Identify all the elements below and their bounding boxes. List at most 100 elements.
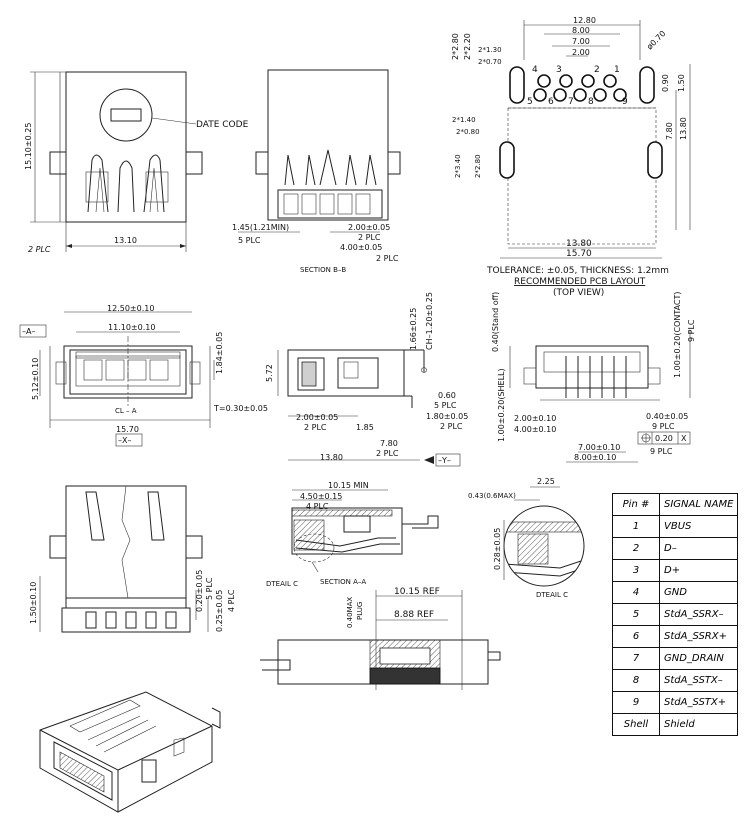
sbb-dim-c-plc: 2 PLC (376, 254, 399, 263)
pcb-left-dim-0: 2*2.80 (451, 33, 460, 60)
side-d200-plc: 2 PLC (304, 423, 327, 432)
pcb-title: RECOMMENDED PCB LAYOUT (514, 277, 646, 287)
section-aa: 10.15 MIN 4.50±0.15 4 PLC DTEAIL C SECTI… (266, 481, 439, 588)
pcb-tolerance: TOLERANCE: ±0.05, THICKNESS: 1.2mm (486, 266, 669, 276)
sbb-dim-b-plc: 2 PLC (358, 233, 381, 242)
top-h2: 1.84±0.05 (215, 332, 224, 374)
pin-cell: 3 (612, 559, 660, 582)
date-code-label: DATE CODE (196, 120, 249, 130)
signal-cell: StdA_SSTX– (658, 669, 739, 692)
rear-d700: 7.00±0.10 (578, 443, 620, 452)
rear-view: 0.40(Stand off) 1.00±0.20(CONTACT) 9 PLC… (491, 291, 696, 463)
saa-d450-plc: 4 PLC (306, 502, 329, 511)
pcb-left-dim-5: 2*0.80 (456, 128, 480, 136)
bottom-left-view: 1.50±0.10 0.20±0.05 5 PLC 0.25±0.05 4 PL… (29, 485, 236, 633)
sbb-dim-a: 1.45(1.21MIN) (232, 223, 289, 232)
pcb-pin-7: 7 (568, 97, 574, 107)
saa-d1015min: 10.15 MIN (328, 481, 369, 490)
side-dim1: 1.66±0.25 (409, 308, 418, 350)
bottom-pins (85, 611, 177, 629)
mated-d1015: 10.15 REF (394, 587, 440, 597)
rear-shell: 1.00±0.20(SHELL) (497, 368, 506, 442)
rear-d040-plc: 9 PLC (652, 422, 675, 431)
pcb-pins-bottom (533, 88, 627, 102)
side-d180: 1.80±0.05 (426, 412, 468, 421)
pcb-slot-tr (639, 66, 655, 104)
top-w2: 11.10±0.10 (108, 323, 155, 332)
pcb-top-dim-2: 7.00 (572, 37, 590, 46)
pin-cell: 6 (612, 625, 660, 648)
pcb-pin-4: 4 (532, 65, 538, 75)
rear-contact: 1.00±0.20(CONTACT) (673, 291, 682, 378)
front-height-dim: 15.10±0.25 (24, 123, 33, 170)
rear-tol-ref: X (681, 434, 687, 443)
dc-d028: 0.28±0.05 (493, 528, 502, 570)
rear-contact-plc: 9 PLC (687, 319, 696, 342)
top-cl: CL – A (115, 407, 137, 415)
side-datum-y: –Y– (438, 456, 451, 465)
rear-d400: 4.00±0.10 (514, 425, 556, 434)
pcb-pin-3: 3 (556, 65, 562, 75)
pin-header: Pin # (612, 493, 660, 516)
top-view: 12.50±0.10 11.10±0.10 –A– 5.12±0.10 1.84… (19, 304, 268, 447)
side-dim2: CH–1.20±0.25 (425, 292, 434, 350)
pcb-slot-br (647, 141, 663, 179)
pin-cell: 5 (612, 603, 660, 626)
signal-cell: D+ (658, 559, 739, 582)
bl-d025: 0.25±0.05 (215, 590, 224, 632)
pcb-pin-8: 8 (588, 97, 594, 107)
pcb-left-dim-3: 2*0.70 (478, 58, 502, 66)
bl-d025-plc: 4 PLC (227, 589, 236, 612)
side-view: 5.72 1.66±0.25 CH–1.20±0.25 0.60 5 PLC 1… (265, 292, 468, 467)
sbb-dim-a-plc: 5 PLC (238, 236, 261, 245)
front-width-dim: 13.10 (114, 236, 137, 245)
pcb-dia: ø0.70 (645, 29, 667, 51)
pin-cell: Shell (612, 713, 660, 736)
mated-d888: 8.88 REF (394, 610, 434, 620)
signal-cell: StdA_SSTX+ (658, 691, 739, 714)
signal-cell: StdA_SSRX– (658, 603, 739, 626)
pin-cell: 9 (612, 691, 660, 714)
saa-title: SECTION A–A (320, 578, 366, 586)
side-d180-plc: 2 PLC (440, 422, 463, 431)
side-d200: 2.00±0.05 (296, 413, 338, 422)
sbb-dim-b: 2.00±0.05 (348, 223, 390, 232)
signal-cell: Shield (658, 713, 739, 736)
signal-cell: StdA_SSRX+ (658, 625, 739, 648)
pcb-pin-5: 5 (527, 97, 533, 107)
side-d060: 0.60 (438, 391, 456, 400)
section-bb: 1.45(1.21MIN) 5 PLC 2.00±0.05 2 PLC 4.00… (232, 69, 401, 274)
pin-cell: 4 (612, 581, 660, 604)
side-d780: 7.80 (380, 439, 398, 448)
signal-cell: VBUS (658, 515, 739, 538)
top-thickness: T=0.30±0.05 (213, 404, 268, 413)
dc-title: DTEAIL C (536, 591, 568, 599)
signal-header: SIGNAL NAME (658, 493, 739, 516)
pcb-right-dim-3: 13.80 (679, 117, 688, 140)
front-view: DATE CODE 15.10±0.25 13.10 2 PLC (24, 71, 249, 254)
pin-table-header: Pin # SIGNAL NAME (612, 493, 739, 516)
rear-standoff: 0.40(Stand off) (491, 292, 500, 352)
sbb-dim-c: 4.00±0.05 (340, 243, 382, 252)
top-w1: 12.50±0.10 (107, 304, 154, 313)
dc-d043: 0.43(0.6MAX) (468, 492, 516, 500)
side-h: 5.72 (265, 364, 274, 382)
pcb-slot-bl (499, 141, 515, 179)
rear-pins (565, 356, 627, 398)
pcb-left-dim-2: 2*1.30 (478, 46, 502, 54)
pin-cell: 2 (612, 537, 660, 560)
mated-d040max: 0.40MAX (346, 597, 354, 628)
rear-d040: 0.40±0.05 (646, 412, 688, 421)
front-plc: 2 PLC (28, 245, 51, 254)
top-width: 15.70 (116, 425, 139, 434)
pcb-left-dim-4: 2*1.40 (452, 116, 476, 124)
pcb-top-dim-3: 2.00 (572, 48, 590, 57)
pin-cell: 8 (612, 669, 660, 692)
signal-cell: GND_DRAIN (658, 647, 739, 670)
pcb-right-dim-0: 0.90 (661, 74, 670, 92)
